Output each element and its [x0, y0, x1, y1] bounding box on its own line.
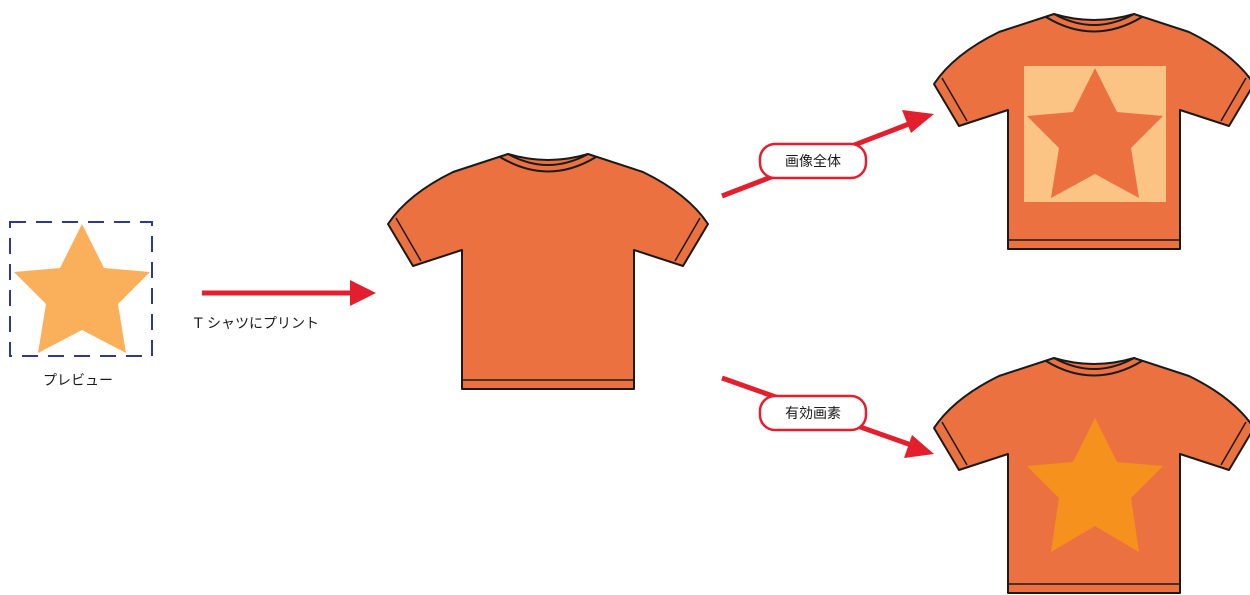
valid-pixels-arrow-head-icon — [904, 435, 934, 458]
print-arrow-group: T シャツにプリント — [193, 280, 376, 332]
preview-frame — [9, 221, 153, 357]
whole-image-pill — [758, 142, 868, 180]
valid-pixels-print-star-icon — [1027, 418, 1163, 552]
valid-pixels-label: 有効画素 — [785, 406, 841, 422]
preview-star-icon — [14, 224, 150, 353]
valid-pixels-pill — [758, 394, 868, 432]
preview-group: プレビュー — [9, 221, 153, 389]
tshirt-whole-image — [933, 13, 1250, 250]
preview-label: プレビュー — [43, 373, 113, 389]
print-on-tshirt-label: T シャツにプリント — [193, 316, 319, 332]
whole-image-arrow-head-icon — [902, 110, 934, 133]
valid-pixels-arrow-group: 有効画素 — [721, 375, 934, 458]
whole-image-print-star-icon — [1027, 68, 1163, 198]
whole-image-label: 画像全体 — [785, 153, 841, 170]
print-arrow-head-icon — [350, 280, 376, 306]
tshirt-valid-pixels — [933, 357, 1250, 594]
tshirt-blank — [387, 153, 709, 390]
whole-image-arrow-group: 画像全体 — [721, 110, 934, 199]
